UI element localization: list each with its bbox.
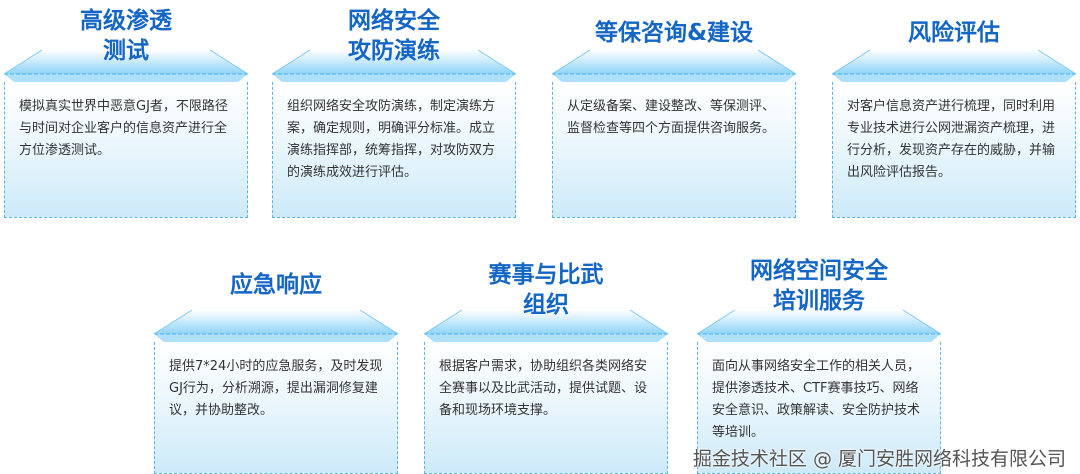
card-header-decoration — [422, 308, 670, 342]
service-card: 赛事与比武 组织 根据客户需求，协助组织各类网络安全赛事以及比武活动，提供试题、… — [422, 0, 670, 474]
card-body: 根据客户需求，协助组织各类网络安全赛事以及比武活动，提供试题、设备和现场环境支撑… — [424, 342, 668, 474]
card-title: 高级渗透 测试 — [80, 8, 172, 64]
card-header-decoration — [270, 48, 518, 82]
card-title: 等保咨询&建设 — [594, 20, 754, 46]
card-title: 应急响应 — [230, 272, 322, 298]
card-body: 对客户信息资产进行梳理，同时利用专业技术进行公网泄漏资产梳理，进行分析，发现资产… — [832, 82, 1076, 218]
card-body: 从定级备案、建设整改、等保测评、监督检查等四个方面提供咨询服务。 — [552, 82, 796, 218]
card-header-decoration — [830, 48, 1078, 82]
service-card: 高级渗透 测试 模拟真实世界中恶意GJ者，不限路径与时间对企业客户的信息资产进行… — [2, 0, 250, 472]
card-description: 根据客户需求，协助组织各类网络安全赛事以及比武活动，提供试题、设备和现场环境支撑… — [439, 359, 648, 418]
card-title: 风险评估 — [908, 20, 1000, 46]
card-description: 模拟真实世界中恶意GJ者，不限路径与时间对企业客户的信息资产进行全方位渗透测试。 — [19, 99, 228, 158]
service-card: 等保咨询&建设 从定级备案、建设整改、等保测评、监督检查等四个方面提供咨询服务。 — [550, 0, 798, 472]
service-card: 网络空间安全 培训服务 面向从事网络安全工作的相关人员，提供渗透技术、CTF赛事… — [695, 0, 943, 474]
service-card: 风险评估 对客户信息资产进行梳理，同时利用专业技术进行公网泄漏资产梳理，进行分析… — [830, 0, 1078, 472]
card-body: 面向从事网络安全工作的相关人员，提供渗透技术、CTF赛事技巧、网络安全意识、政策… — [697, 342, 941, 474]
service-card: 网络安全 攻防演练 组织网络安全攻防演练，制定演练方案，确定规则，明确评分标准。… — [270, 0, 518, 472]
card-body: 组织网络安全攻防演练，制定演练方案，确定规则，明确评分标准。成立演练指挥部，统筹… — [272, 82, 516, 218]
card-body: 模拟真实世界中恶意GJ者，不限路径与时间对企业客户的信息资产进行全方位渗透测试。 — [4, 82, 248, 218]
service-card: 应急响应 提供7*24小时的应急服务，及时发现GJ行为，分析溯源，提出漏洞修复建… — [152, 0, 400, 474]
card-header-decoration — [550, 48, 798, 82]
card-description: 组织网络安全攻防演练，制定演练方案，确定规则，明确评分标准。成立演练指挥部，统筹… — [287, 99, 496, 180]
card-description: 从定级备案、建设整改、等保测评、监督检查等四个方面提供咨询服务。 — [567, 99, 776, 136]
card-body: 提供7*24小时的应急服务，及时发现GJ行为，分析溯源，提出漏洞修复建议，并协助… — [154, 342, 398, 474]
card-description: 对客户信息资产进行梳理，同时利用专业技术进行公网泄漏资产梳理，进行分析，发现资产… — [847, 99, 1056, 180]
card-description: 面向从事网络安全工作的相关人员，提供渗透技术、CTF赛事技巧、网络安全意识、政策… — [712, 359, 921, 440]
card-title: 网络空间安全 培训服务 — [750, 258, 888, 314]
card-title: 网络安全 攻防演练 — [348, 8, 440, 64]
card-description: 提供7*24小时的应急服务，及时发现GJ行为，分析溯源，提出漏洞修复建议，并协助… — [169, 359, 383, 418]
watermark: 掘金技术社区 @ 厦门安胜网络科技有限公司 — [692, 448, 1066, 470]
card-header-decoration — [152, 308, 400, 342]
card-title: 赛事与比武 组织 — [488, 262, 604, 318]
card-header-decoration — [2, 48, 250, 82]
card-header-decoration — [695, 308, 943, 342]
